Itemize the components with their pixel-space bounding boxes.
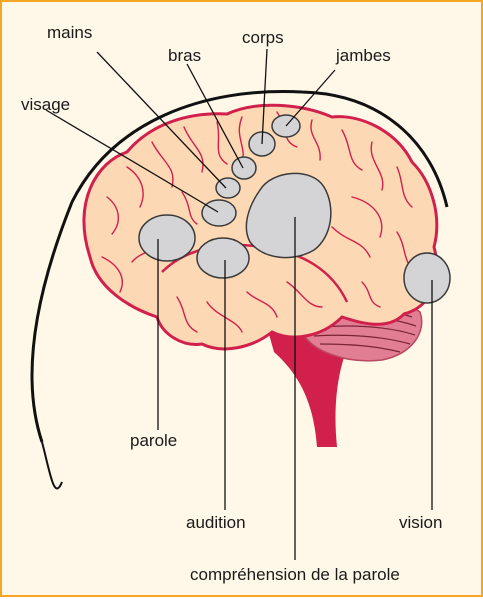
region-visage <box>202 200 236 226</box>
label-visage: visage <box>21 96 70 113</box>
label-audition: audition <box>186 514 246 531</box>
label-comprehension: compréhension de la parole <box>190 566 400 583</box>
label-vision: vision <box>399 514 442 531</box>
region-audition <box>197 238 249 278</box>
label-bras: bras <box>168 47 201 64</box>
label-corps: corps <box>242 29 284 46</box>
label-parole: parole <box>130 432 177 449</box>
label-mains: mains <box>47 24 92 41</box>
region-bras <box>232 157 256 179</box>
region-vision <box>404 253 450 303</box>
region-parole <box>139 215 195 261</box>
neck-line <box>42 442 62 488</box>
label-jambes: jambes <box>336 47 391 64</box>
